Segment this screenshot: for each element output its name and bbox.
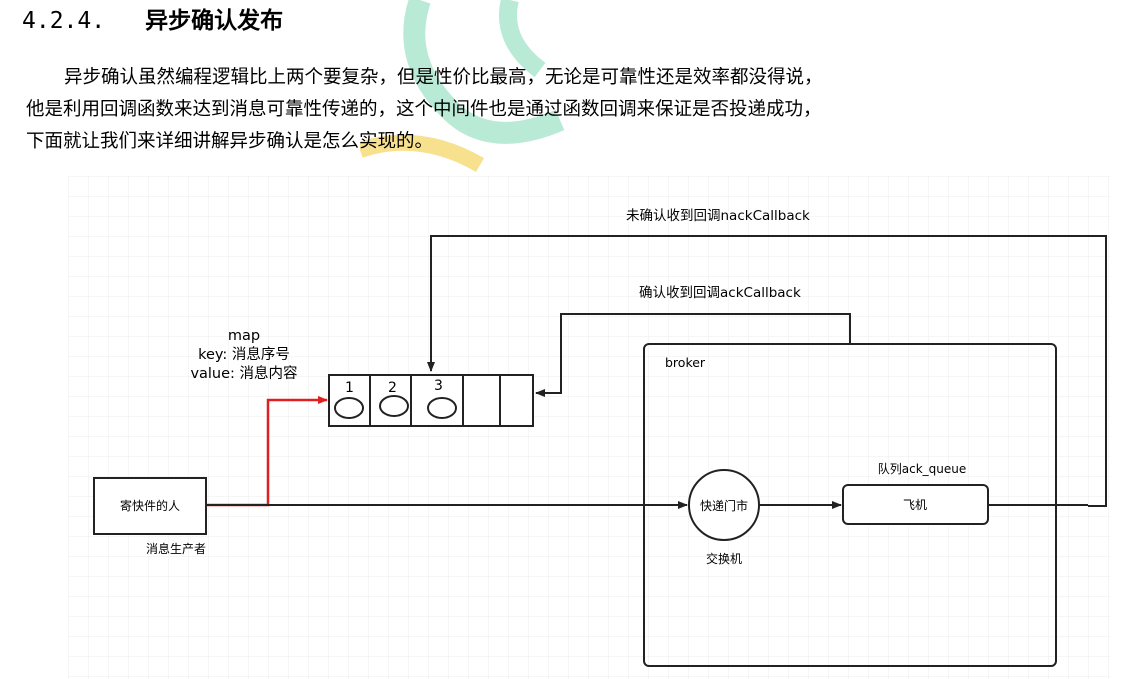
map-slot-2-ellipse <box>379 395 409 417</box>
paragraph-line-2: 他是利用回调函数来达到消息可靠性传递的，这个中间件也是通过函数回调来保证是否投递… <box>26 99 822 120</box>
ack-callback-line <box>535 313 851 397</box>
queue-box-label: 飞机 <box>903 498 927 512</box>
map-label: map <box>228 328 260 344</box>
map-key-label: key: 消息序号 <box>198 346 290 363</box>
section-heading: 4.2.4. 异步确认发布 <box>22 4 283 38</box>
body-paragraph: 异步确认虽然编程逻辑比上两个要复杂，但是性价比最高，无论是可靠性还是效率都没得说… <box>26 62 1106 158</box>
nack-callback-line <box>427 235 1107 507</box>
section-number: 4.2.4. <box>22 8 106 34</box>
section-title: 异步确认发布 <box>145 8 284 34</box>
map-slot-1-number: 1 <box>345 380 354 396</box>
producer-box-label: 寄快件的人 <box>120 498 180 513</box>
map-array: 1 2 3 <box>328 374 534 427</box>
map-value-label: value: 消息内容 <box>190 365 297 382</box>
async-confirm-diagram: 未确认收到回调nackCallback 确认收到回调ackCallback ma… <box>68 176 1110 679</box>
exchange-caption: 交换机 <box>706 551 742 566</box>
watermark-decoration <box>360 0 565 172</box>
grid-background <box>68 176 1110 679</box>
ack-callback-label: 确认收到回调ackCallback <box>639 285 801 301</box>
exchange-circle-label: 快递门市 <box>700 498 748 513</box>
map-slot-2-number: 2 <box>388 380 397 396</box>
map-slot-3-ellipse <box>427 397 457 419</box>
paragraph-line-3: 下面就让我们来详细讲解异步确认是怎么实现的。 <box>26 131 434 152</box>
producer-caption: 消息生产者 <box>146 541 206 556</box>
map-slot-3-number: 3 <box>434 378 443 394</box>
broker-label: broker <box>665 355 706 370</box>
paragraph-line-1: 异步确认虽然编程逻辑比上两个要复杂，但是性价比最高，无论是可靠性还是效率都没得说… <box>64 67 823 88</box>
producer-box <box>93 477 207 535</box>
nack-callback-label: 未确认收到回调nackCallback <box>626 208 810 224</box>
queue-label: 队列ack_queue <box>878 461 967 476</box>
map-slot-1-ellipse <box>334 397 364 419</box>
